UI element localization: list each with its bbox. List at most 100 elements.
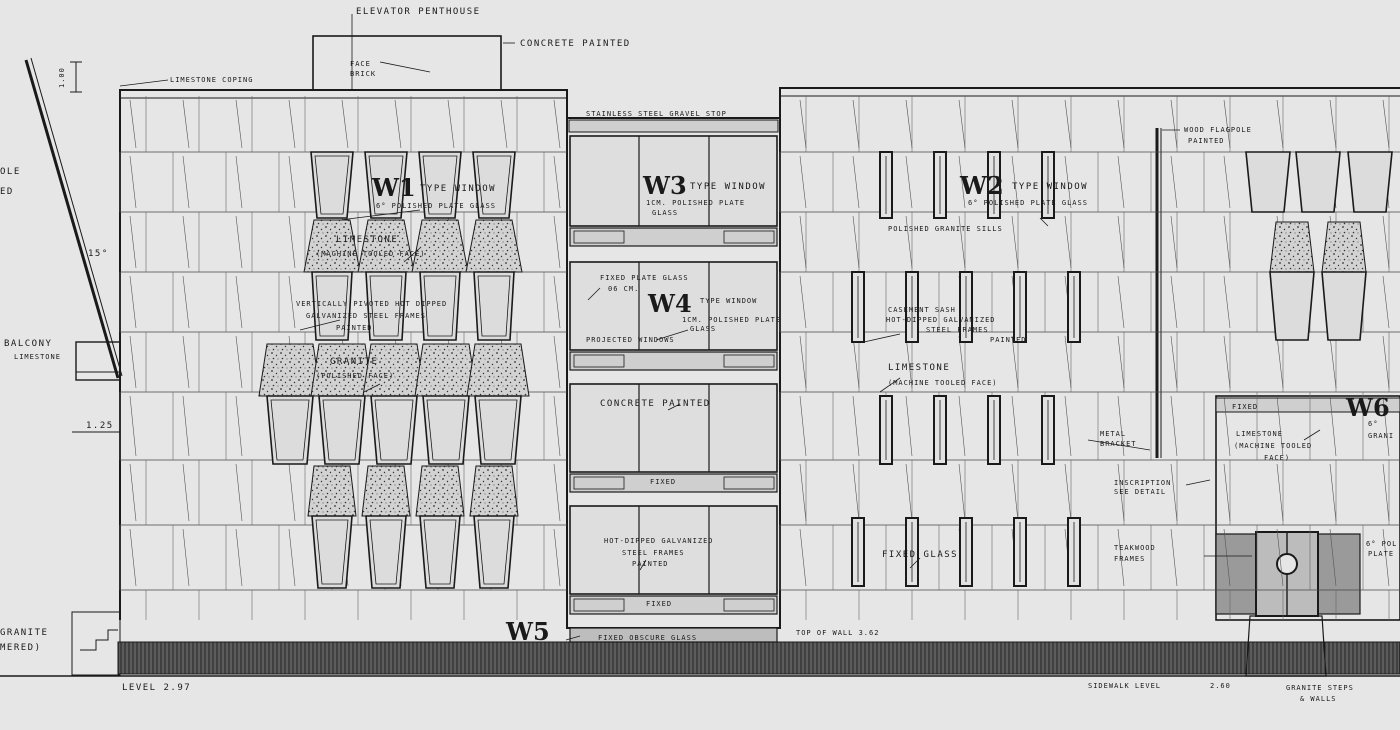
tool-mark (1329, 463, 1337, 522)
tool-mark (1382, 215, 1390, 269)
tool-mark (1011, 463, 1019, 522)
tool-mark (1170, 155, 1178, 209)
diagonal-flagpole-edge (30, 57, 123, 377)
tool-mark (129, 335, 137, 389)
tool-mark (1276, 528, 1284, 587)
tool-mark (1011, 155, 1019, 209)
w1-window-pane (473, 515, 515, 589)
label-granite-steps-1: GRANITE STEPS (1286, 684, 1354, 692)
label-flagpole-left-1: OLE (0, 167, 21, 177)
tool-mark (1064, 463, 1072, 522)
tool-mark (1170, 275, 1178, 329)
door-emblem (1276, 553, 1298, 575)
tool-mark (1276, 99, 1284, 149)
label-w3-glass-2: GLASS (652, 209, 678, 217)
tool-mark (905, 395, 913, 457)
tool-mark (1011, 395, 1019, 457)
leader-line (299, 319, 341, 331)
right-faceted-window (1245, 151, 1291, 213)
w1-window-pane (419, 271, 461, 341)
label-granite-left-1: GRANITE (0, 628, 48, 638)
tool-mark (905, 99, 913, 149)
granite-panel (411, 219, 469, 273)
tool-mark (182, 528, 190, 587)
label-casement-1: CASEMENT SASH (888, 306, 956, 314)
label-hot-dipped-1: HOT-DIPPED GALVANIZED (604, 537, 714, 545)
gravel-stop-band (568, 119, 779, 133)
leader-line (1087, 439, 1151, 451)
annotation-text: ELEVATOR PENTHOUSE CONCRETE PAINTED FACE… (0, 7, 1397, 703)
w5-obscure-band (569, 627, 778, 643)
label-projected-windows: PROJECTED WINDOWS (586, 336, 675, 344)
tool-mark (288, 528, 296, 587)
tool-mark (1223, 155, 1231, 209)
w1-window-frame (270, 399, 310, 461)
teakwood-frame-left (1215, 533, 1259, 615)
projected-sash (573, 476, 625, 490)
label-w3-glass-1: 1CM. POLISHED PLATE (646, 199, 745, 207)
tool-mark (129, 463, 137, 522)
label-casement-4: PAINTED (990, 336, 1027, 344)
leader-line (863, 333, 901, 343)
label-teakwood-1: TEAKWOOD (1114, 544, 1156, 552)
label-polished-granite-sills: POLISHED GRANITE SILLS (888, 225, 1003, 233)
tool-mark (553, 395, 561, 457)
center-window (569, 505, 778, 595)
right-granite-panel (1321, 221, 1367, 273)
tool-mark (553, 99, 561, 149)
leader-line (1303, 429, 1321, 441)
label-door-side-1: 6° POL (1366, 540, 1397, 548)
label-door-side-2: PLATE (1368, 550, 1394, 558)
label-dim-125: 1.25 (86, 421, 114, 431)
label-concrete-painted-mid: CONCRETE PAINTED (600, 399, 711, 409)
tool-mark (1117, 99, 1125, 149)
diagonal-flagpole (24, 59, 120, 379)
tool-mark (852, 155, 860, 209)
tool-mark (1223, 335, 1231, 389)
label-fixed-1: FIXED (650, 478, 676, 486)
tool-mark (958, 155, 966, 209)
leader-line (379, 61, 431, 73)
tool-mark (1329, 395, 1337, 457)
label-fixed-w6: FIXED (1232, 403, 1258, 411)
label-balcony: BALCONY (4, 339, 52, 349)
granite-panel (307, 465, 357, 517)
w1-window-pane (365, 271, 407, 341)
leader-line (1185, 479, 1211, 486)
tool-mark (553, 463, 561, 522)
label-flagpole-1: WOOD FLAGPOLE (1184, 126, 1252, 134)
label-flagpole-left-2: ED (0, 187, 14, 197)
tool-mark (129, 395, 137, 457)
w1-window-frame (314, 155, 350, 215)
tool-mark (799, 99, 807, 149)
projected-sash (723, 598, 775, 612)
tag-w2: W2 (959, 171, 1004, 200)
tool-mark (799, 215, 807, 269)
w1-window-frame (422, 155, 458, 215)
tool-mark (905, 155, 913, 209)
tool-mark (288, 215, 296, 269)
tool-mark (182, 275, 190, 329)
leader-line (655, 329, 689, 341)
label-w1-polished: (POLISHED FACE) (316, 372, 394, 380)
tool-mark (1382, 275, 1390, 329)
tool-mark (182, 99, 190, 149)
tool-mark (1382, 463, 1390, 522)
label-w1-frames-3: PAINTED (336, 324, 373, 332)
w1-window-pane (311, 515, 353, 589)
tool-mark (129, 99, 137, 149)
w1-window-frame (315, 275, 349, 337)
label-balcony-limestone: LIMESTONE (14, 353, 61, 361)
tool-mark (288, 155, 296, 209)
leader-line (363, 383, 381, 393)
center-window (569, 383, 778, 473)
ground-band (117, 641, 1400, 675)
label-sidewalk-level: SIDEWALK LEVEL (1088, 682, 1161, 690)
tool-mark (394, 99, 402, 149)
tool-mark (1117, 155, 1125, 209)
tool-mark (182, 463, 190, 522)
tool-mark (1170, 335, 1178, 389)
tool-mark (1170, 215, 1178, 269)
tool-mark (1064, 155, 1072, 209)
